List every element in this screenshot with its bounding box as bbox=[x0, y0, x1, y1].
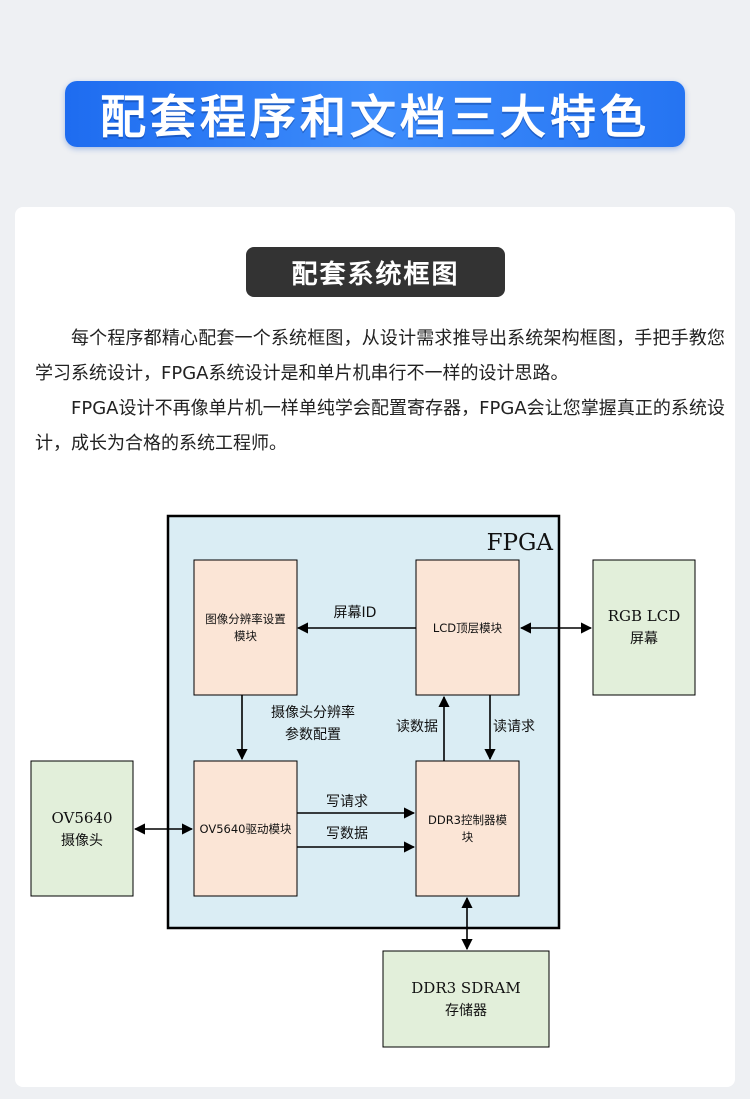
label-screen-id: 屏幕ID bbox=[334, 605, 377, 621]
label-write-data: 写数据 bbox=[326, 826, 368, 842]
label-write-req: 写请求 bbox=[326, 794, 368, 810]
ddr3-controller-label-2: 块 bbox=[462, 830, 474, 844]
section-title-badge: 配套系统框图 bbox=[246, 247, 505, 297]
ddr3-controller-block bbox=[415, 760, 520, 897]
intro-paragraph-2: FPGA设计不再像单片机一样单纯学会配置寄存器，FPGA会让您掌握真正的系统设计… bbox=[35, 398, 725, 454]
label-cam-res-2: 参数配置 bbox=[285, 726, 341, 743]
rgb-lcd-label-1: RGB LCD bbox=[608, 607, 681, 625]
lcd-top-module-label: LCD顶层模块 bbox=[433, 621, 503, 635]
fpga-label: FPGA bbox=[487, 530, 554, 556]
rgb-lcd-block bbox=[592, 559, 696, 696]
section-title: 配套系统框图 bbox=[291, 259, 460, 290]
intro-paragraph-1: 每个程序都精心配套一个系统框图，从设计需求推导出系统架构框图，手把手教您学习系统… bbox=[35, 328, 725, 384]
sdram-label-1: DDR3 SDRAM bbox=[411, 979, 520, 997]
header-banner: 配套程序和文档三大特色 bbox=[65, 81, 685, 147]
ov5640-driver-label: OV5640驱动模块 bbox=[200, 822, 292, 836]
ov5640-driver-block bbox=[193, 760, 298, 897]
ov5640-camera-block bbox=[30, 760, 134, 897]
label-read-data: 读数据 bbox=[396, 718, 438, 735]
ddr3-sdram-block bbox=[382, 950, 550, 1048]
resolution-module-label-2: 模块 bbox=[234, 629, 257, 643]
rgb-lcd-label-2: 屏幕 bbox=[630, 631, 658, 647]
camera-label-1: OV5640 bbox=[51, 809, 112, 827]
camera-label-2: 摄像头 bbox=[61, 833, 103, 849]
lcd-top-module-block bbox=[415, 559, 520, 696]
label-read-req: 读请求 bbox=[493, 718, 535, 735]
resolution-module-block bbox=[193, 559, 298, 696]
resolution-module-label-1: 图像分辨率设置 bbox=[205, 612, 286, 626]
header-title: 配套程序和文档三大特色 bbox=[100, 90, 650, 144]
ddr3-controller-label-1: DDR3控制器模 bbox=[428, 813, 508, 827]
sdram-label-2: 存储器 bbox=[445, 1003, 487, 1019]
label-cam-res-1: 摄像头分辨率 bbox=[271, 704, 355, 721]
